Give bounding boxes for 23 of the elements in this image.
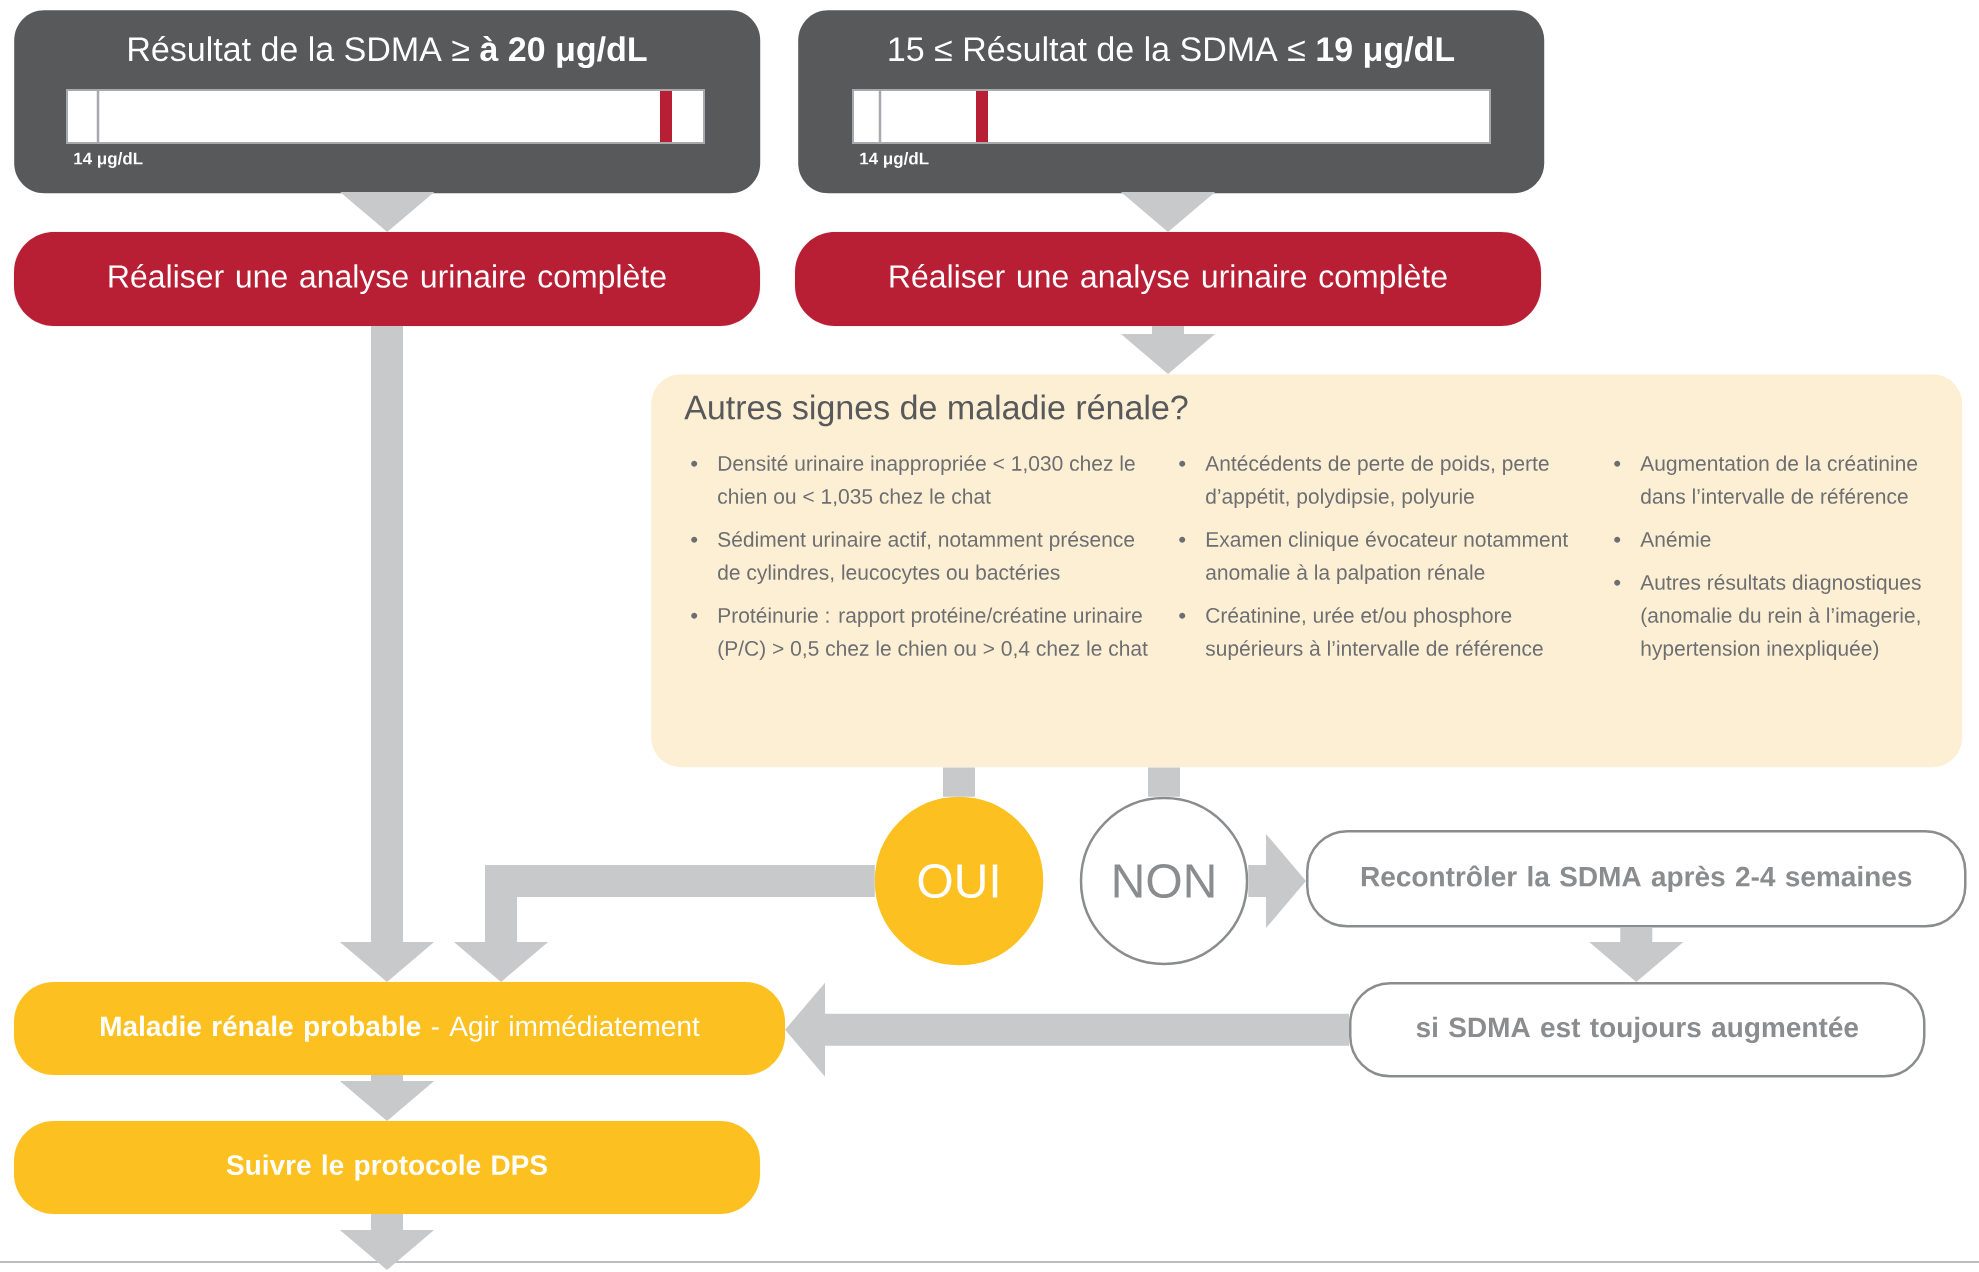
bullet-item: Anémie [1640,531,1711,547]
bullet-item: Protéinurie : rapport protéine/créatine urinaire (P/C) > 0,5 chez le chien ou > 0,4 chez le chat [718,607,1148,660]
scale-label: 14 μg/dL [74,152,143,168]
connector [1148,767,1180,797]
step-box: Recontrôler la SDMA après 2-4 semaines [1306,830,1967,928]
action-box: Réaliser une analyse urinaire complète [13,231,761,327]
bullet-item: Antécédents de perte de poids, perte d’appétit, polydipsie, polyurie [1205,455,1549,508]
action-box: Suivre le protocole DPS [13,1120,761,1215]
diagnosis-box: Maladie rénale probable - Agir immédiatement [13,981,786,1076]
bullet-item: Autres résultats diagnostiques (anomalie du rein à l’imagerie, hypertension inexpliquée) [1640,574,1921,660]
bullet-item: Créatinine, urée et/ou phosphore supérieurs à l’intervalle de référence [1205,607,1543,660]
bullet-item: Densité urinaire inappropriée < 1,030 chez le chien ou < 1,035 chez le chat [718,455,1135,507]
criteria-panel [651,374,1963,768]
step-box: si SDMA est toujours augmentée [1349,982,1926,1078]
heading-text: 15 ≤ Résultat de la SDMA ≤ 19 μg/dL [889,35,1455,69]
bullet-item: Sédiment urinaire actif, notamment présence de cylindres, leucocytes ou bactéries [718,531,1135,584]
action-box: Réaliser une analyse urinaire complète [794,231,1542,327]
heading-text: Résultat de la SDMA ≥ à 20 μg/dL [129,35,647,69]
connector [943,767,975,797]
panel-heading: Autres signes de maladie rénale? [684,394,1188,427]
bullet-item: Augmentation de la créatinine dans l’intervalle de référence [1640,455,1918,504]
bullet-item: Examen clinique évocateur notamment anomalie à la palpation rénale [1206,531,1569,584]
scale-label: 14 μg/dL [860,152,929,168]
